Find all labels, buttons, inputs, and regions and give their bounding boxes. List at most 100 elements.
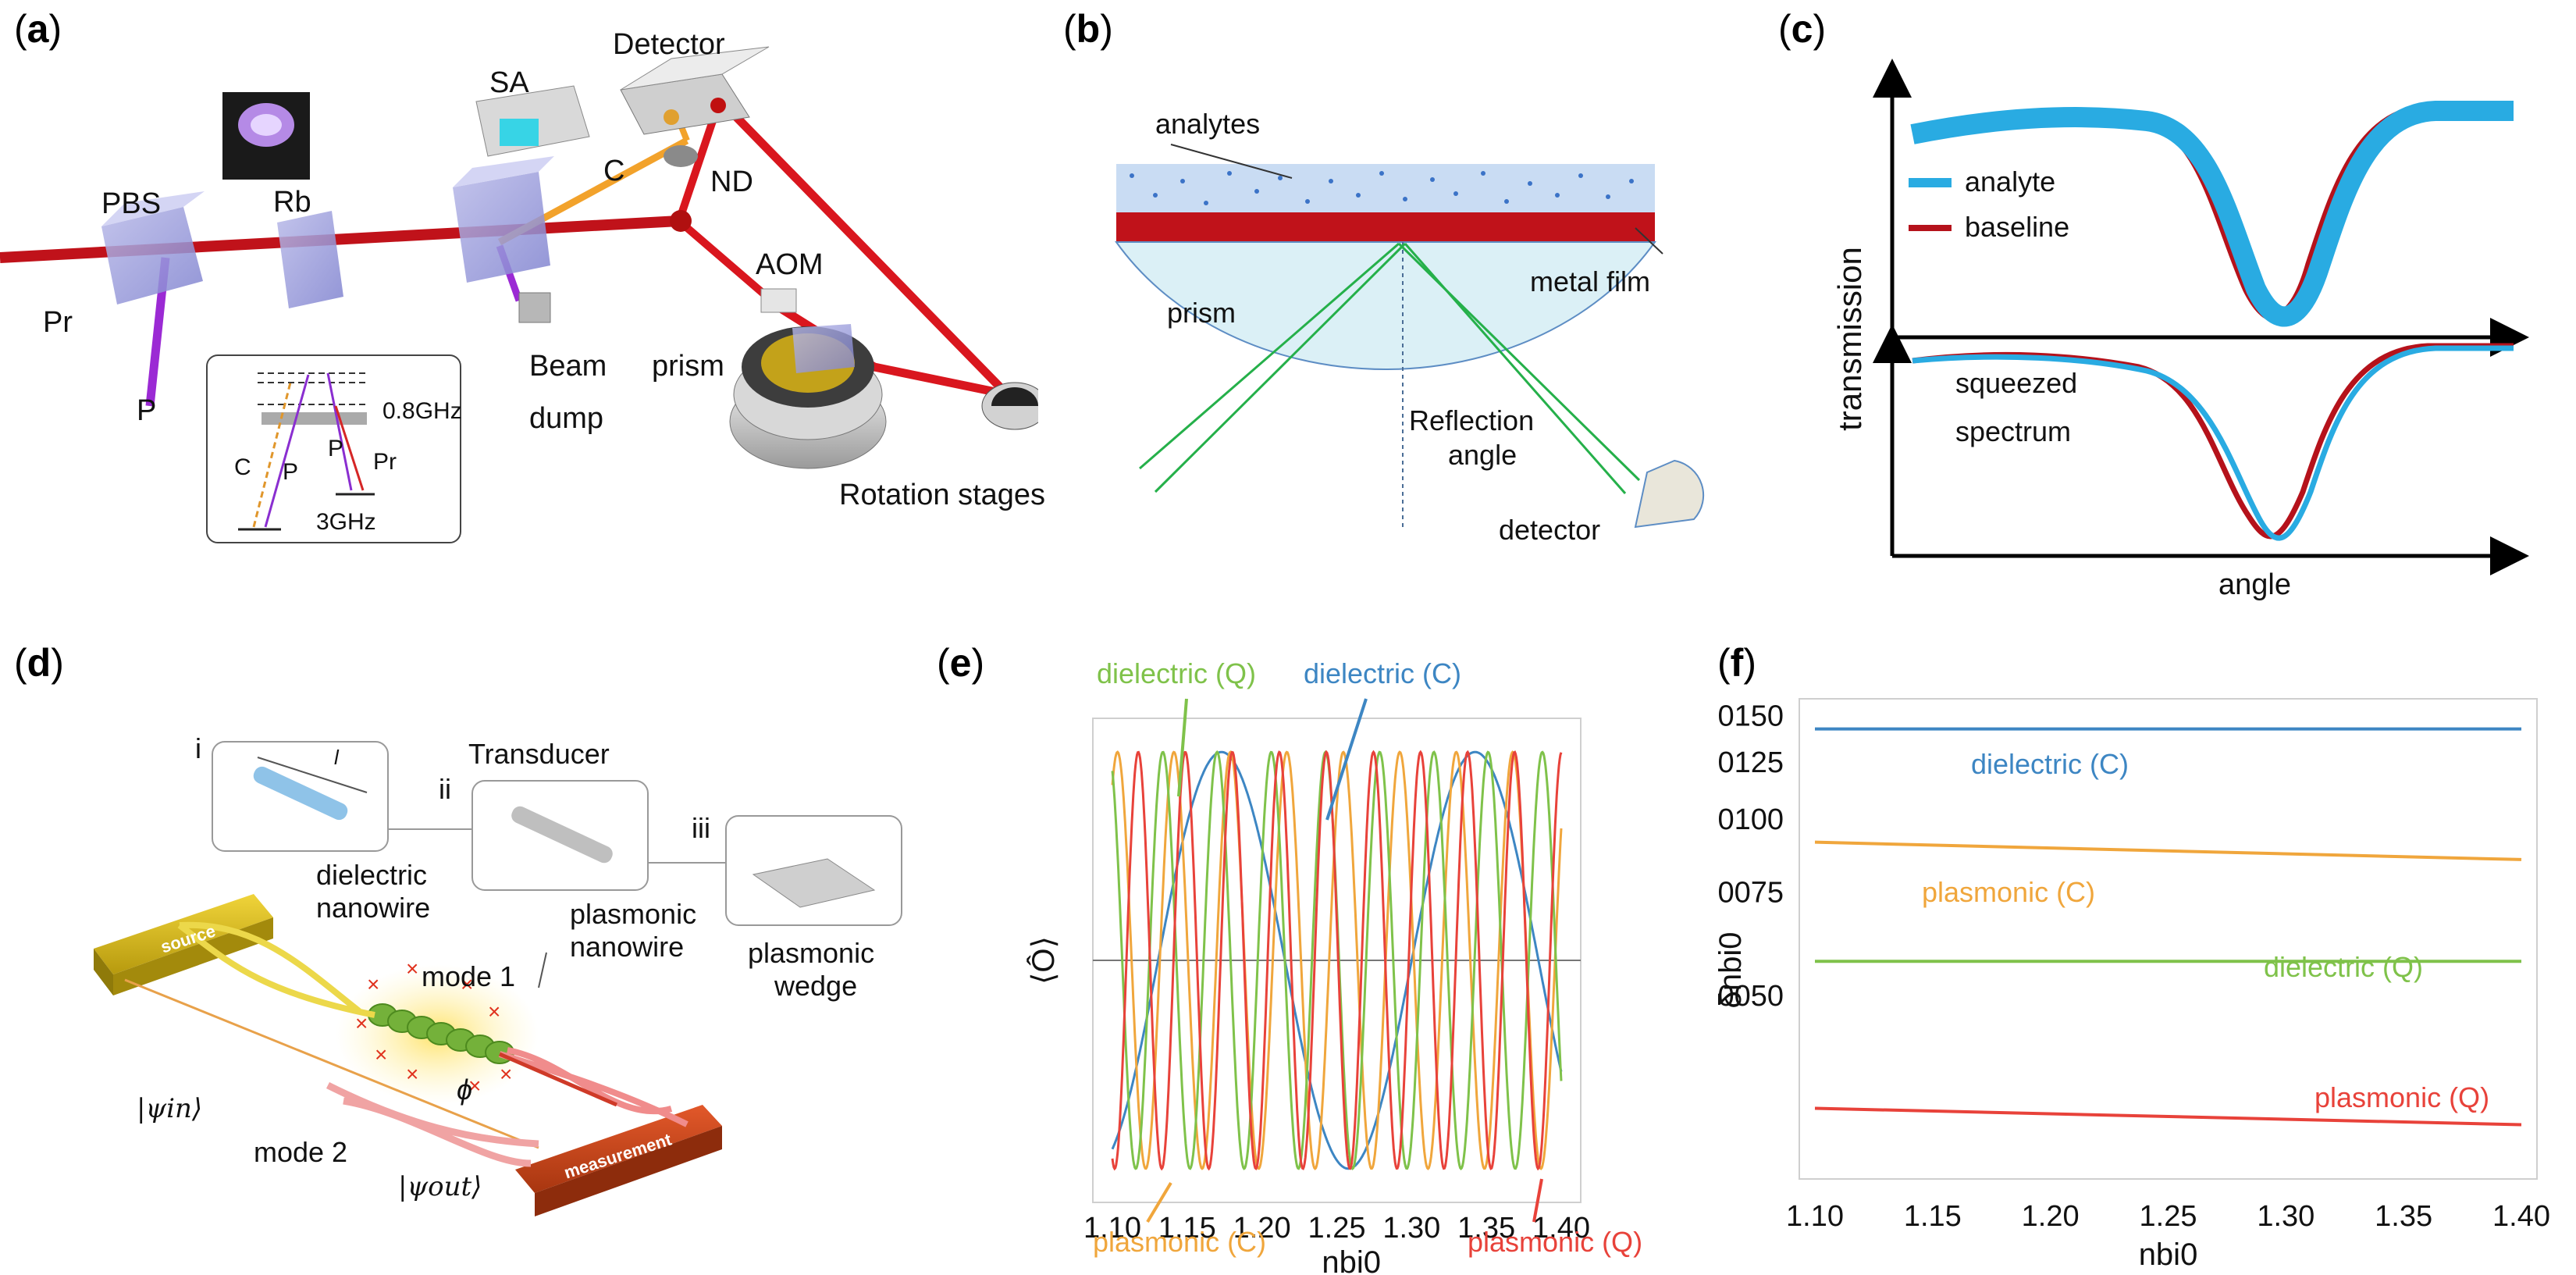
- panel-label-b: (b): [1063, 7, 1113, 51]
- label-plasmonic-2: plasmonic: [748, 937, 875, 969]
- label-detector: Detector: [613, 28, 725, 61]
- label-analytes: analytes: [1155, 108, 1261, 140]
- c-squeezed-label-1: squeezed: [1955, 367, 2078, 399]
- e-x-tick-5: 1.35: [1457, 1212, 1515, 1245]
- inset-label-pr: Pr: [373, 449, 397, 475]
- inset-label-3ghz: 3GHz: [316, 509, 376, 535]
- source-bar: [94, 894, 273, 995]
- label-psi-out: |ψout⟩: [398, 1171, 482, 1202]
- mode2-loop: [326, 1081, 539, 1167]
- inset-label-p1: P: [283, 459, 299, 485]
- reflected-ray-2: [1404, 243, 1627, 494]
- f-y-tick-3: 0.0125: [1717, 746, 1784, 779]
- c-squeezed-label-2: spectrum: [1955, 415, 2072, 447]
- label-metal-film: metal film: [1530, 265, 1651, 297]
- e-arrow-plasmonic-q: [1532, 1178, 1543, 1223]
- f-annotation-plasmonic-q: plasmonic (Q): [2314, 1081, 2490, 1113]
- label-l: l: [334, 746, 339, 769]
- analyte-layer: [1116, 164, 1655, 212]
- svg-text:×: ×: [367, 972, 379, 996]
- chart-c-transmission: [1873, 59, 2529, 575]
- f-annotation-dielectric-c: dielectric (C): [1971, 748, 2129, 780]
- f-y-tick-1: 0.0075: [1717, 877, 1784, 910]
- e-ylabel: ⟨Ô⟩: [1026, 936, 1061, 985]
- svg-text:×: ×: [355, 1011, 368, 1035]
- beam-dump-icon: [518, 292, 551, 323]
- e-annotation-plasmonic-c: plasmonic (C): [1093, 1226, 1267, 1258]
- panel-d: (d): [0, 625, 937, 1275]
- svg-text:×: ×: [500, 1062, 512, 1086]
- aom-icon: [760, 288, 797, 313]
- panel-c: (c) analyte baseline squeezed spectrum a…: [1764, 0, 2576, 609]
- panel-label-a: (a): [14, 7, 62, 51]
- panel-b: (b) analytes metal film prism Reflection…: [1046, 0, 1725, 578]
- e-arrow-dielectric-q: [1177, 698, 1188, 797]
- nanowire-plasmonic-icon: [511, 806, 613, 864]
- e-x-tick-3: 1.25: [1308, 1212, 1366, 1245]
- detector-box-icon: [620, 46, 770, 135]
- c-bottom-analyte-curve: [1912, 345, 2514, 541]
- e-series-line-1: [1111, 750, 1563, 1170]
- e-arrow-plasmonic-c: [1146, 1181, 1172, 1223]
- f-ylabel: δnbi0: [1717, 932, 1748, 1009]
- transducer-diagram: ××× ××× ×××: [94, 741, 902, 1216]
- wedge-icon: [752, 858, 876, 908]
- incident-ray-1: [1139, 242, 1400, 470]
- f-series-line-1: [1814, 840, 2522, 861]
- label-psi-in: |ψin⟩: [137, 1093, 203, 1124]
- prism-shape: [1115, 241, 1656, 371]
- svg-text:×: ×: [375, 1042, 387, 1067]
- label-pbs: PBS: [101, 187, 162, 220]
- e-x-tick-6: 1.40: [1532, 1212, 1590, 1245]
- f-y-tick-4: 0.0150: [1717, 700, 1784, 733]
- nanowire-dielectric-icon: [253, 766, 348, 821]
- cube-2-icon: [453, 156, 554, 283]
- f-y-tick-2: 0.0100: [1717, 803, 1784, 836]
- c-legend-analyte-label: analyte: [1965, 166, 2056, 198]
- label-i: i: [195, 732, 201, 764]
- experimental-setup-diagram: [0, 46, 1038, 543]
- measurement-bar: [515, 1105, 722, 1216]
- label-nanowire-1: nanowire: [316, 892, 431, 924]
- f-x-tick-5: 1.35: [2375, 1200, 2432, 1233]
- e-annotation-plasmonic-q: plasmonic (Q): [1468, 1226, 1643, 1258]
- beam-prism-mirror: [873, 362, 1009, 399]
- label-dielectric: dielectric: [316, 859, 428, 891]
- label-detector-b: detector: [1499, 514, 1601, 546]
- label-iii: iii: [692, 812, 710, 844]
- label-c: C: [603, 155, 625, 187]
- label-prism: prism: [652, 350, 724, 383]
- f-x-tick-2: 1.20: [2022, 1200, 2080, 1233]
- c-legend-baseline-label: baseline: [1965, 211, 2070, 243]
- f-series-line-3: [1814, 1106, 2522, 1127]
- f-x-tick-4: 1.30: [2257, 1200, 2314, 1233]
- beam-mirror-detector: [717, 97, 1010, 397]
- analyte-dots: [1130, 171, 1634, 205]
- label-rb: Rb: [273, 186, 311, 219]
- label-reflection: Reflection: [1409, 404, 1535, 436]
- f-xlabel: nbi0: [2139, 1238, 2198, 1272]
- f-x-tick-0: 1.10: [1786, 1200, 1844, 1233]
- scatterers: ××× ××× ×××: [355, 956, 512, 1098]
- mode1-beam: [499, 1052, 617, 1107]
- e-x-tick-4: 1.30: [1382, 1212, 1440, 1245]
- incident-ray-2: [1154, 242, 1407, 493]
- label-mode2: mode 2: [254, 1136, 348, 1168]
- mode1-output-loop: [498, 1047, 688, 1127]
- label-phi: ϕ: [457, 1074, 473, 1106]
- label-transducer: Transducer: [468, 738, 610, 770]
- e-arrow-dielectric-c: [1325, 698, 1368, 821]
- f-x-tick-3: 1.25: [2140, 1200, 2197, 1233]
- label-ii: ii: [439, 773, 451, 805]
- pbs-cube-icon: [101, 191, 205, 305]
- sa-box-icon: [475, 85, 590, 157]
- e-x-tick-1: 1.15: [1158, 1212, 1216, 1245]
- svg-text:×: ×: [406, 956, 418, 981]
- panel-label-f: (f): [1717, 641, 1756, 685]
- detector-icon: [1634, 459, 1705, 529]
- e-annotation-dielectric-c: dielectric (C): [1304, 657, 1462, 689]
- spr-diagram: [1115, 144, 1705, 531]
- label-p: P: [137, 394, 157, 427]
- nanowire-chain: [368, 1003, 514, 1064]
